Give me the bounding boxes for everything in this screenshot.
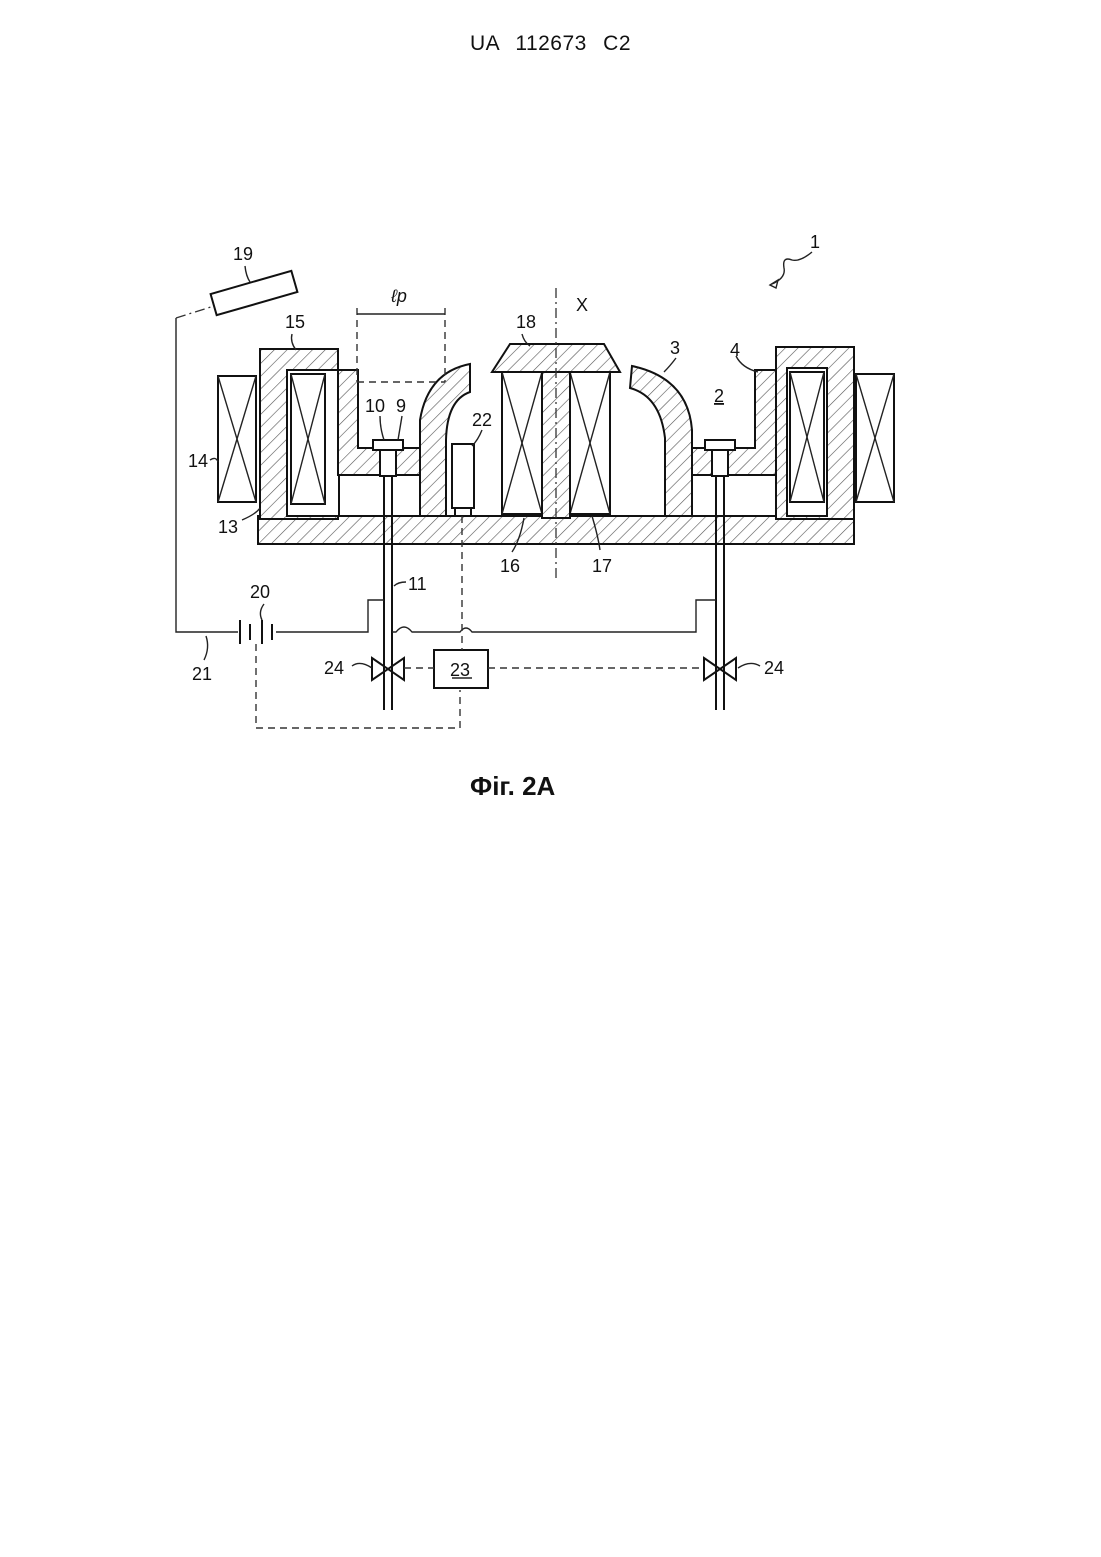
label-23: 23: [450, 660, 470, 680]
label-11: 11: [408, 574, 427, 594]
label-19: 19: [233, 244, 253, 264]
label-4: 4: [730, 340, 740, 360]
power-supply-20: [240, 620, 272, 644]
label-10: 10: [365, 396, 385, 416]
right-step-wall-4: [690, 370, 776, 475]
sensor-22: [452, 444, 474, 508]
label-18: 18: [516, 312, 536, 332]
label-20: 20: [250, 582, 270, 602]
outer-coil-left-14: [218, 376, 256, 502]
valve-left-24: [372, 658, 404, 680]
figure-caption: Фіг. 2А: [470, 771, 556, 801]
label-15: 15: [285, 312, 305, 332]
label-16: 16: [500, 556, 520, 576]
label-21: 21: [192, 664, 212, 684]
label-9: 9: [396, 396, 406, 416]
cathode-19: [211, 271, 298, 315]
label-lp: ℓp: [390, 286, 407, 306]
control-lines: [256, 516, 704, 728]
label-17: 17: [592, 556, 612, 576]
central-coil-17: [570, 372, 610, 514]
pipe-right: [716, 476, 724, 710]
label-2: 2: [714, 386, 724, 406]
pipe-left-11: [384, 476, 392, 710]
label-22: 22: [472, 410, 492, 430]
label-24-left: 24: [324, 658, 344, 678]
dimension-lp: [357, 308, 445, 382]
label-x: X: [576, 295, 588, 315]
label-14: 14: [188, 451, 208, 471]
label-24-right: 24: [764, 658, 784, 678]
inner-coil-right: [790, 372, 824, 502]
label-3: 3: [670, 338, 680, 358]
central-coil-16: [502, 372, 542, 514]
label-1: 1: [810, 232, 820, 252]
outer-coil-right: [856, 374, 894, 502]
valve-right-24: [704, 658, 736, 680]
inner-coil-left: [291, 374, 325, 504]
label-13: 13: [218, 517, 238, 537]
channel-wall-right-3: [630, 366, 692, 516]
